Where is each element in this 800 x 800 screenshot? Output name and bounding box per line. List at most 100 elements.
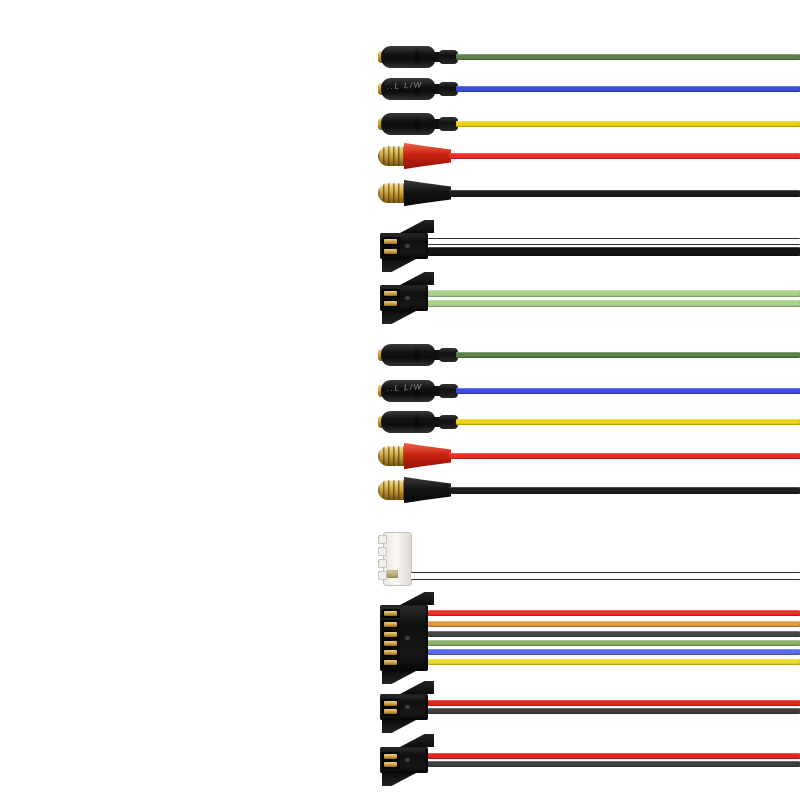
contact-pin xyxy=(384,708,397,714)
cable-11-bullet-male-red xyxy=(378,442,800,470)
wire xyxy=(428,708,800,714)
heatshrink-tail xyxy=(439,348,458,362)
cable-01-bullet-female-green xyxy=(378,43,800,71)
latch-wing-top-icon xyxy=(400,681,434,694)
jst-housing-tooth xyxy=(378,535,387,544)
contact-pin xyxy=(384,659,397,665)
cable-12-bullet-male-black xyxy=(378,476,800,504)
heatshrink-waist xyxy=(413,114,421,134)
heatshrink-neck xyxy=(433,417,441,427)
latch-wing-bottom-icon xyxy=(382,773,416,786)
cable-16-sm-plug-red-black xyxy=(378,734,800,786)
contact-pin xyxy=(384,300,397,306)
heatshrink-waist xyxy=(413,412,421,432)
wire xyxy=(428,753,800,759)
wire xyxy=(428,246,800,256)
wire xyxy=(411,572,800,580)
heatshrink-waist xyxy=(413,79,421,99)
cable-14-sm-plug-6pin-rainbow xyxy=(378,592,800,684)
wire xyxy=(428,610,800,616)
latch-wing-top-icon xyxy=(400,592,434,605)
heatshrink-tail xyxy=(439,50,458,64)
contact-pin xyxy=(384,290,397,296)
cable-15-sm-plug-red-black xyxy=(378,681,800,733)
heatshrink-neck xyxy=(433,119,441,129)
cable-13-jst-white-housing xyxy=(378,531,800,589)
wire xyxy=(449,153,800,159)
cable-06-sm-plug-white-black xyxy=(378,220,800,272)
heatshrink-body xyxy=(381,411,435,433)
contact-pin xyxy=(384,248,397,254)
latch-wing-bottom-icon xyxy=(382,259,416,272)
heatshrink-tail xyxy=(439,415,458,429)
heatshrink-neck xyxy=(433,84,441,94)
heatshrink-waist xyxy=(413,47,421,67)
wire xyxy=(456,419,800,425)
heatshrink-sleeve xyxy=(404,476,451,504)
jst-housing-tooth xyxy=(378,571,387,580)
heatshrink-waist xyxy=(413,345,421,365)
crimp-terminal xyxy=(387,570,398,578)
cable-08-bullet-female-green xyxy=(378,341,800,369)
latch-wing-top-icon xyxy=(400,734,434,747)
wire xyxy=(449,453,800,459)
gold-bullet xyxy=(378,480,406,500)
contact-pin xyxy=(384,610,397,616)
mold-mark-highlight xyxy=(405,296,410,300)
heatshrink-body xyxy=(381,344,435,366)
heatshrink-neck xyxy=(433,52,441,62)
mold-mark-highlight xyxy=(405,244,410,248)
gold-bullet xyxy=(378,146,406,166)
wire xyxy=(428,659,800,665)
wire xyxy=(456,86,800,92)
cable-05-bullet-male-black xyxy=(378,179,800,207)
gold-bullet xyxy=(378,446,406,466)
cable-02-bullet-female-blue: ..L L/W xyxy=(378,75,800,103)
wire xyxy=(456,54,800,60)
cable-10-bullet-female-yellow xyxy=(378,408,800,436)
heatshrink-sleeve xyxy=(404,179,451,207)
wire xyxy=(449,486,800,494)
heatshrink-neck xyxy=(433,350,441,360)
latch-wing-top-icon xyxy=(400,272,434,285)
wire xyxy=(456,121,800,127)
heatshrink-tail xyxy=(439,117,458,131)
contact-pin xyxy=(384,700,397,706)
gold-bullet xyxy=(378,183,406,203)
latch-wing-bottom-icon xyxy=(382,720,416,733)
cable-09-bullet-female-blue: ..L L/W xyxy=(378,377,800,405)
heatshrink-sleeve xyxy=(404,442,451,470)
contact-pin xyxy=(384,761,397,767)
wire xyxy=(456,352,800,358)
heatshrink-tail xyxy=(439,82,458,96)
mold-mark-highlight xyxy=(405,758,410,762)
wire xyxy=(428,621,800,627)
mold-mark-highlight xyxy=(405,705,410,709)
cable-04-bullet-male-red xyxy=(378,142,800,170)
wire xyxy=(428,631,800,637)
wire xyxy=(428,700,800,706)
cable-03-bullet-female-yellow xyxy=(378,110,800,138)
jst-housing-tooth xyxy=(378,547,387,556)
heatshrink-tail xyxy=(439,384,458,398)
latch-wing-bottom-icon xyxy=(382,311,416,324)
wire xyxy=(428,649,800,655)
mold-mark-highlight xyxy=(405,636,410,640)
wire xyxy=(456,388,800,394)
heatshrink-body xyxy=(381,78,435,100)
wire xyxy=(428,289,800,297)
wire xyxy=(428,761,800,767)
jst-housing-tooth xyxy=(378,559,387,568)
heatshrink-body xyxy=(381,380,435,402)
contact-pin xyxy=(384,640,397,646)
heatshrink-waist xyxy=(413,381,421,401)
wire xyxy=(449,189,800,197)
contact-pin xyxy=(384,753,397,759)
contact-pin xyxy=(384,621,397,627)
contact-pin xyxy=(384,631,397,637)
wire xyxy=(428,299,800,307)
heatshrink-sleeve xyxy=(404,142,451,170)
cable-07-sm-plug-pale-green xyxy=(378,272,800,324)
wire xyxy=(428,237,800,245)
